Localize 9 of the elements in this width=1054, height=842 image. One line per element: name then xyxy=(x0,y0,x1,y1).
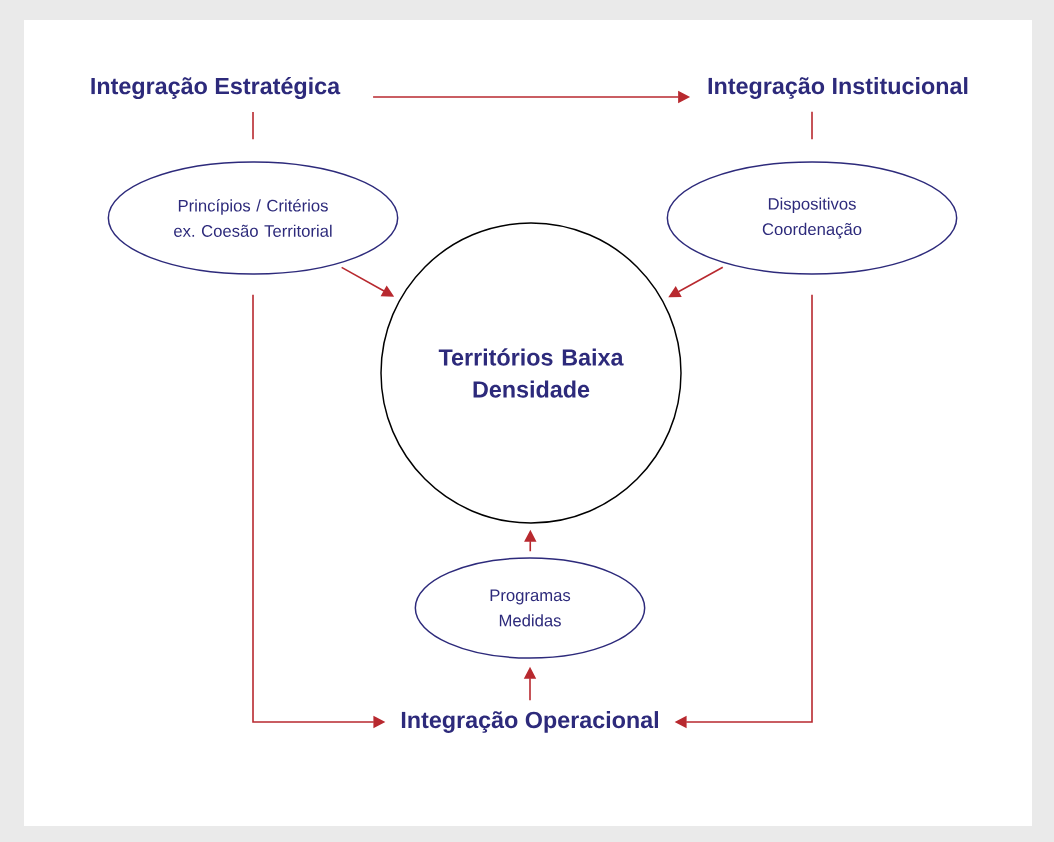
heading-text: Integração Institucional xyxy=(708,77,968,99)
ellipse-node: Princípios / Critérios ex. Coesão Territorial xyxy=(107,161,399,275)
ellipse-node: Dispositivos Coordenação xyxy=(666,161,958,275)
connector-line xyxy=(811,111,813,141)
ellipse-node: Programas Medidas xyxy=(414,557,646,659)
circle-node: Territórios Baixa Densidade xyxy=(380,222,682,524)
connector-line xyxy=(252,111,254,141)
heading-text: Integração Estratégica xyxy=(91,77,341,99)
heading-text: Integração Operacional xyxy=(401,711,658,733)
